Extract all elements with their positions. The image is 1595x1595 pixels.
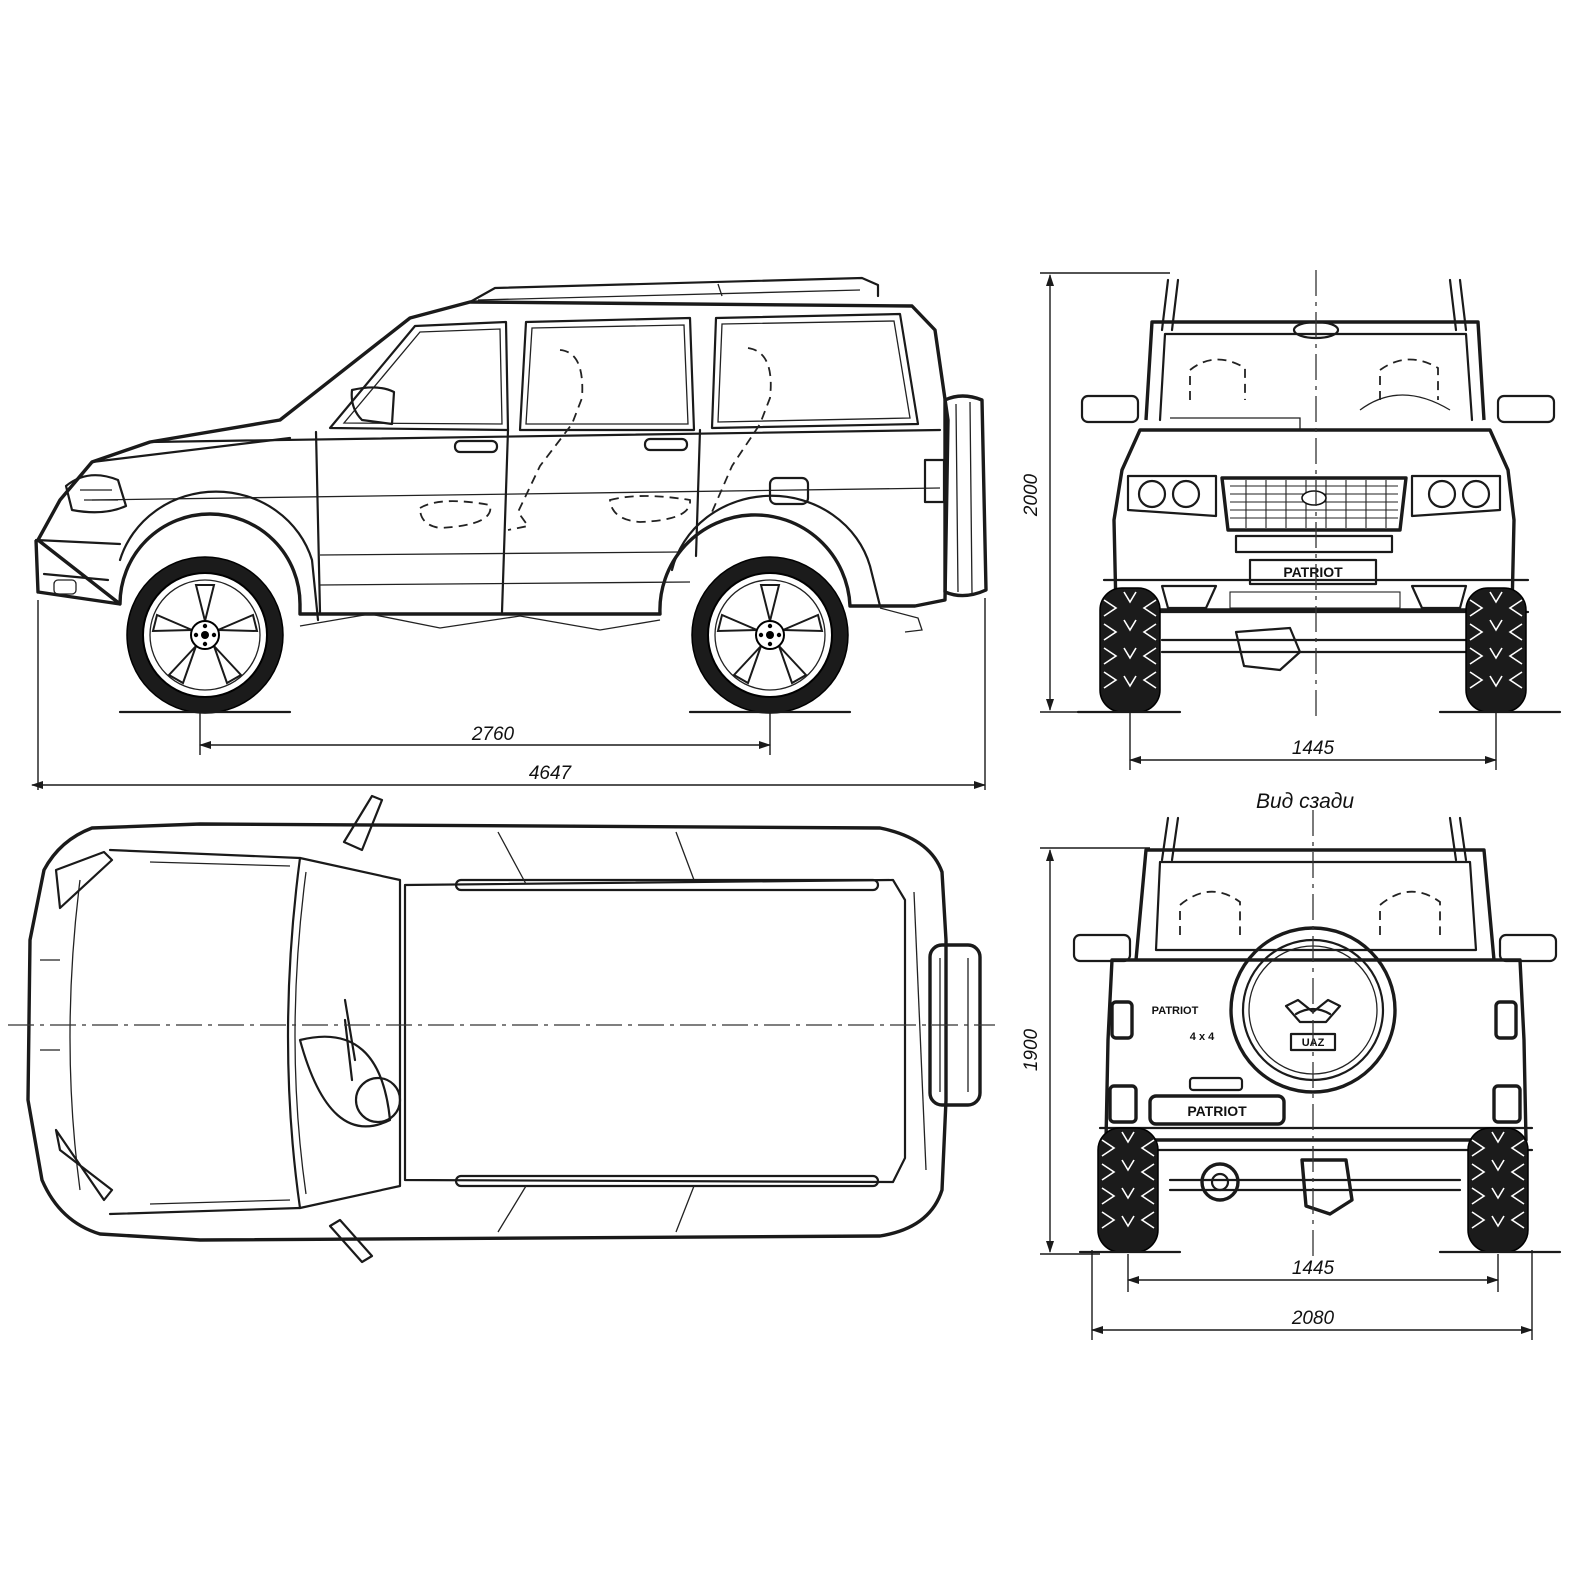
front-headlamp-left	[1126, 474, 1218, 518]
rear-mirror-right	[1498, 933, 1558, 963]
front-body-outline	[1112, 428, 1516, 612]
rear-plate	[1148, 1094, 1286, 1126]
front-plate	[1248, 558, 1378, 586]
side-mirror	[350, 386, 396, 426]
rear-window	[1154, 860, 1478, 952]
rear-differential	[1300, 1158, 1354, 1216]
side-body-outline	[34, 300, 950, 616]
uaz-emblem	[1284, 998, 1342, 1024]
rear-view: PATRIOT 4 x 4 UAZ PATRIOT	[1072, 810, 1562, 1260]
side-window-rear	[710, 312, 920, 430]
rear-door-handle	[643, 437, 689, 452]
top-windscreen	[286, 856, 402, 1210]
dim-front-height: 2000	[1021, 473, 1042, 517]
top-spare-cover	[298, 1035, 392, 1128]
rear-view-caption: Вид сзади	[1256, 790, 1354, 813]
side-rear-lamp	[923, 458, 946, 504]
top-mirror-left	[342, 794, 384, 852]
rear-cabin-outline	[1134, 848, 1496, 961]
front-tyre-left	[1099, 587, 1161, 713]
top-headlamp-right	[54, 1128, 114, 1202]
dim-overall-length: 4647	[529, 763, 573, 784]
front-grille	[1220, 476, 1408, 532]
rear-wheel-arch	[670, 494, 882, 608]
dim-rear-track: 1445	[1292, 1258, 1335, 1279]
side-headlamp	[64, 474, 128, 514]
front-headlamp-right	[1410, 474, 1502, 518]
front-mirror-right	[1496, 394, 1556, 424]
dim-rear-height: 1900	[1021, 1028, 1042, 1071]
side-spare-wheel	[943, 394, 988, 598]
rear-lamp-right	[1494, 1000, 1518, 1040]
rear-tyre-right	[1467, 1127, 1529, 1253]
top-roof-rail-left	[454, 878, 880, 892]
roof-rail-outline	[468, 276, 880, 304]
top-roof-rail-right	[454, 1174, 880, 1188]
rear-lamp-left	[1110, 1000, 1134, 1040]
front-view: PATRIOT	[1076, 270, 1562, 720]
top-body-outline	[26, 822, 948, 1242]
fuel-flap	[768, 476, 810, 506]
front-mirror-left	[1080, 394, 1140, 424]
side-dimensions: 2760 4647	[31, 598, 986, 790]
top-headlamp-left	[54, 850, 114, 910]
front-wheel-arch	[118, 490, 320, 622]
front-plate-text: PATRIOT	[1283, 564, 1343, 580]
rear-dimensions: 1900 1445 2080	[1021, 847, 1533, 1340]
rear-tyre-left	[1097, 1127, 1159, 1253]
rear-plate-text: PATRIOT	[1187, 1103, 1247, 1119]
side-window-middle	[518, 316, 696, 432]
side-view	[34, 276, 988, 714]
dim-front-track: 1445	[1292, 738, 1335, 759]
top-mirror-right	[328, 1218, 374, 1264]
rear-mirror-left	[1072, 933, 1132, 963]
front-dimensions: 2000 1445 Вид сзади	[1021, 272, 1497, 813]
dim-rear-width: 2080	[1291, 1308, 1335, 1329]
front-fog-right	[1410, 584, 1468, 610]
front-cabin-outline	[1144, 320, 1486, 421]
side-rear-wheel	[691, 556, 849, 714]
dim-wheelbase: 2760	[471, 724, 515, 745]
front-differential	[1234, 626, 1302, 672]
front-door-handle	[453, 439, 499, 454]
front-fog-left	[1160, 584, 1218, 610]
top-roof-panel	[403, 878, 907, 1184]
rear-drive-badge: 4 x 4	[1190, 1031, 1215, 1043]
rear-model-badge: PATRIOT	[1152, 1005, 1199, 1017]
side-front-wheel	[126, 556, 284, 714]
front-tyre-right	[1465, 587, 1527, 713]
rear-exhaust	[1200, 1162, 1240, 1202]
top-view	[8, 794, 995, 1264]
